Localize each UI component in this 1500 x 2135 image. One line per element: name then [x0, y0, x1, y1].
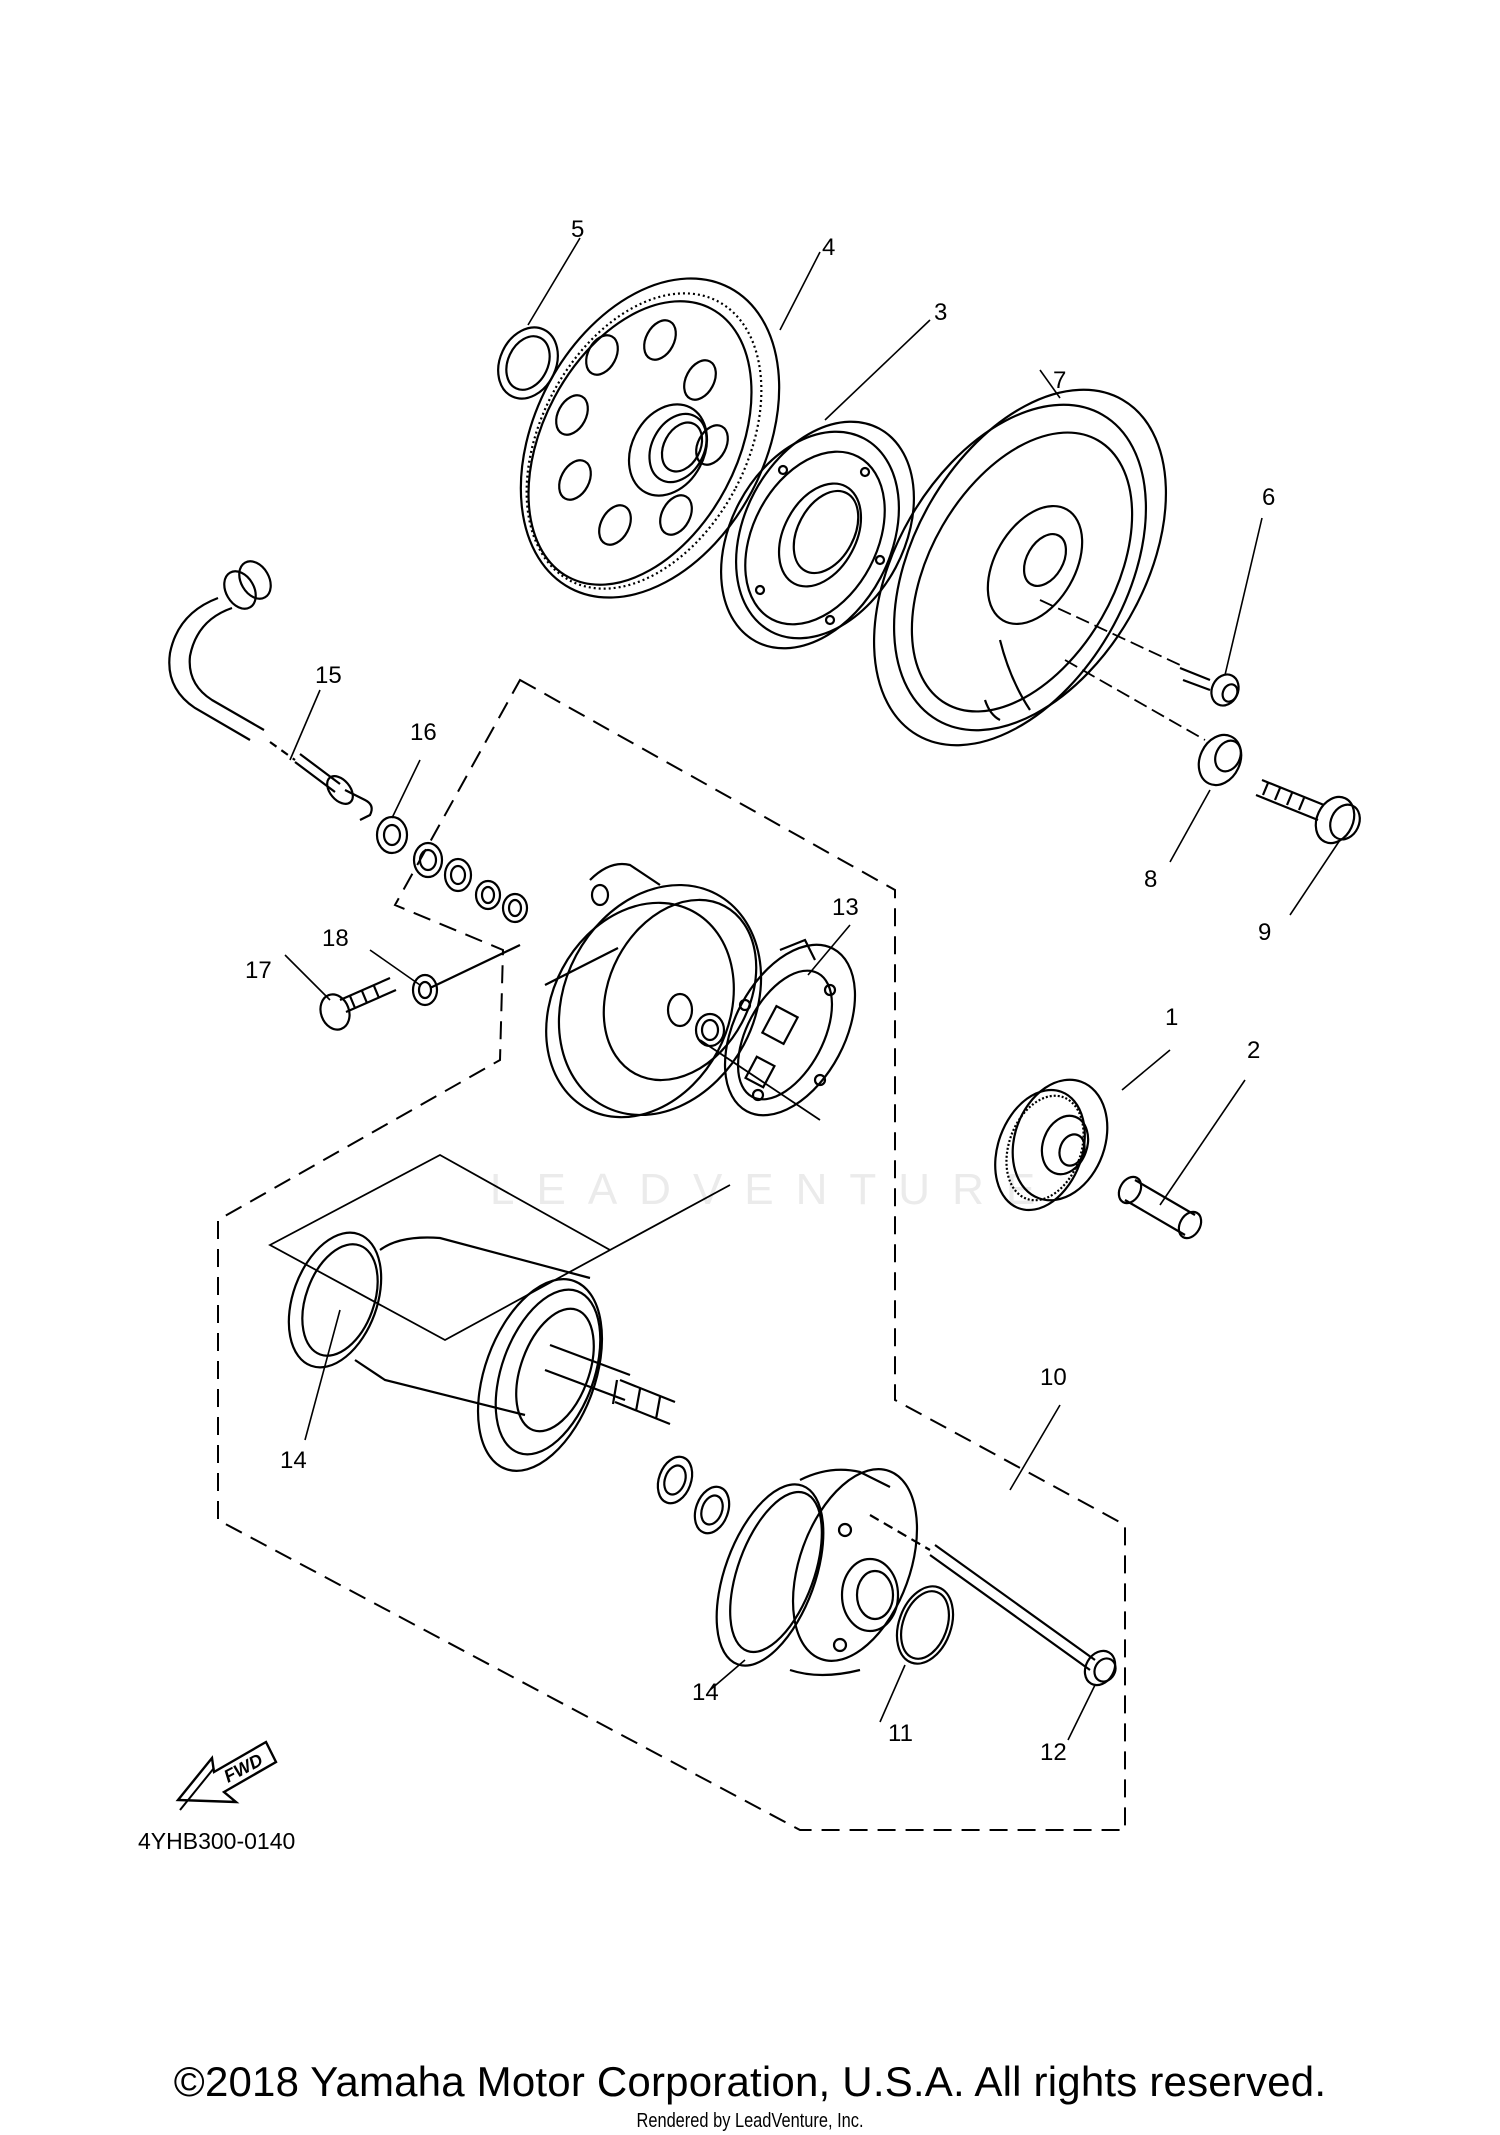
terminal-washers[interactable]	[412, 841, 529, 924]
part-17-bolt[interactable]	[316, 976, 397, 1034]
part-9-flange-bolt[interactable]	[1255, 778, 1365, 849]
callout-7: 7	[1053, 367, 1066, 394]
callout-4: 4	[822, 234, 835, 261]
callout-5: 5	[571, 216, 584, 243]
callout-8: 8	[1144, 866, 1157, 893]
callout-10: 10	[1040, 1364, 1067, 1391]
starter-front-cover[interactable]	[695, 1452, 941, 1679]
fwd-arrow-icon: FWD	[175, 1740, 278, 1811]
part-7-rotor[interactable]	[818, 342, 1222, 792]
exploded-plane-lines	[268, 1039, 821, 1342]
rendered-by-notice: Rendered by LeadVenture, Inc.	[636, 2110, 864, 2132]
leader-lines	[284, 237, 1341, 1741]
shaft-washers[interactable]	[652, 1452, 735, 1538]
drawing-code: 4YHB300-0140	[138, 1828, 296, 1854]
callout-9: 9	[1258, 919, 1271, 946]
callout-2: 2	[1247, 1037, 1260, 1064]
callout-1: 1	[1165, 1004, 1178, 1031]
part-2-shaft[interactable]	[1114, 1173, 1205, 1242]
part-3-one-way-clutch[interactable]	[685, 391, 949, 679]
part-12-through-bolt[interactable]	[869, 1514, 1121, 1691]
callout-18: 18	[322, 925, 349, 952]
part-11-o-ring[interactable]	[887, 1579, 963, 1672]
callout-17: 17	[245, 957, 272, 984]
part-1-idler-gear[interactable]	[979, 1066, 1123, 1222]
starter-armature[interactable]	[272, 1220, 676, 1488]
assembly-10-outline	[217, 678, 1126, 1831]
callout-12: 12	[1040, 1739, 1067, 1766]
part-15-starter-cable[interactable]	[168, 556, 373, 821]
part-13-brush-holder[interactable]	[698, 923, 882, 1137]
watermark: LEADVENTURE	[490, 1165, 1058, 1214]
callout-11: 11	[888, 1720, 913, 1747]
part-6-bolt[interactable]	[1179, 666, 1244, 710]
callout-16: 16	[410, 719, 437, 746]
callout-6: 6	[1262, 484, 1275, 511]
part-16-nut[interactable]	[375, 815, 409, 855]
callout-15: 15	[315, 662, 342, 689]
callout-14a: 14	[280, 1447, 307, 1474]
callout-13: 13	[832, 894, 859, 921]
callout-3: 3	[934, 299, 947, 326]
copyright-notice: ©2018 Yamaha Motor Corporation, U.S.A. A…	[173, 2058, 1327, 2105]
callout-14b: 14	[692, 1679, 719, 1706]
part-18-washer[interactable]	[411, 973, 439, 1007]
part-8-washer[interactable]	[1191, 728, 1249, 792]
part-4-starter-gear[interactable]	[469, 234, 832, 642]
